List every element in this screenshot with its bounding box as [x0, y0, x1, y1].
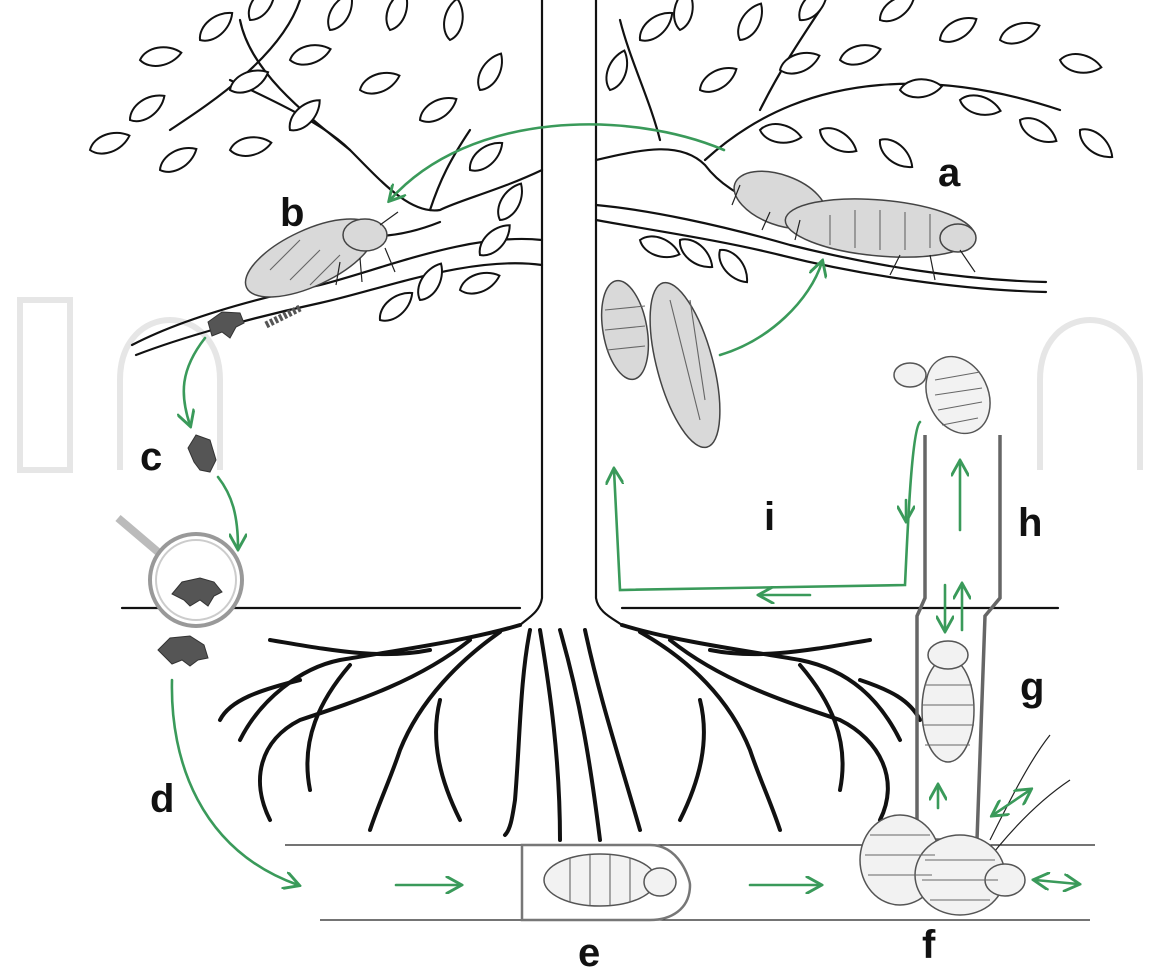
stage-label-h: h: [1018, 501, 1042, 545]
nymph-d: [158, 636, 208, 666]
nymph-e: [544, 854, 676, 906]
nymph-h: [894, 346, 1002, 444]
foliage: [87, 0, 1118, 327]
arrow-a-to-b: [390, 124, 724, 200]
stage-label-f: f: [922, 923, 936, 967]
nymph-c: [188, 435, 216, 472]
stage-label-e: e: [578, 931, 600, 974]
magnifying-glass-icon: [118, 518, 242, 626]
arrow-f-double-2: [1035, 880, 1078, 884]
stage-label-d: d: [150, 777, 174, 821]
arrow-b-to-c: [184, 338, 205, 425]
arrow-f-double-1: [993, 790, 1030, 815]
stage-label-b: b: [280, 191, 304, 235]
nymph-cluster-f: [860, 815, 1025, 915]
stage-label-c: c: [140, 435, 162, 479]
stage-label-i: i: [764, 495, 775, 539]
arrow-c-to-magnifier: [218, 477, 238, 548]
emerging-adult-i: [595, 276, 734, 455]
nymph-g: [922, 641, 974, 762]
roots: [220, 625, 920, 840]
left-branches: [132, 0, 542, 355]
stage-label-a: a: [938, 151, 961, 195]
stage-label-g: g: [1020, 665, 1044, 709]
stage-h-exit-tunnel: [917, 435, 1000, 840]
arrow-d-curve: [172, 680, 298, 885]
